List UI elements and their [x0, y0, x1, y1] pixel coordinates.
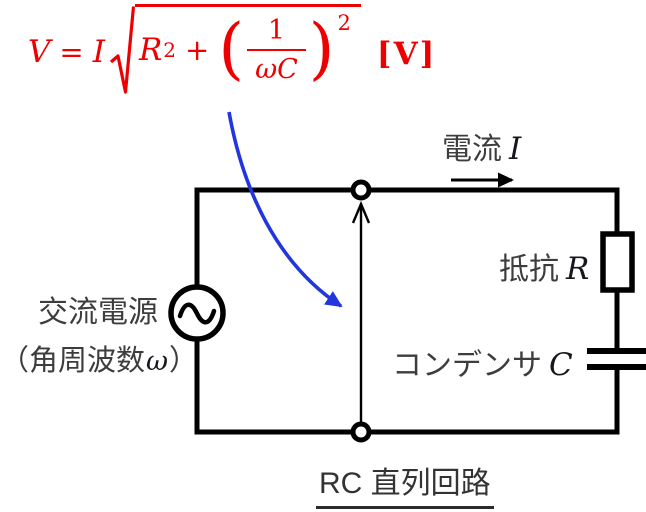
capacitor-label: コンデンサ C: [392, 340, 573, 384]
voltage-arrow: [351, 200, 371, 424]
source-sublabel-close: ）: [169, 345, 199, 377]
formula-omega: ω: [255, 53, 278, 85]
fraction-denominator: ωC: [247, 48, 306, 85]
resistor-label: 抵抗 R: [499, 244, 589, 288]
sine-wave-icon: [177, 302, 217, 325]
ac-source-icon: [168, 284, 226, 342]
diagram-title: RC 直列回路: [316, 458, 494, 509]
formula-unit: [V]: [376, 36, 437, 72]
formula-r: R: [138, 31, 163, 68]
current-label-text: 電流: [442, 133, 502, 166]
voltage-formula: V = I R 2 + ( 1 ωC ) 2 [: [28, 4, 436, 96]
formula-c: C: [277, 53, 298, 85]
node-terminal-bottom: [350, 421, 372, 443]
capacitor-symbol: [587, 348, 646, 370]
source-sublabel-open: （角周波数: [0, 345, 146, 377]
resistor-symbol-letter: R: [566, 251, 590, 287]
right-paren: ): [308, 9, 335, 89]
fraction: 1 ωC: [247, 15, 306, 85]
r-exponent: 2: [163, 37, 177, 62]
formula-v: V: [28, 34, 51, 70]
voltage-arrowhead: [351, 200, 371, 224]
formula-i: I: [92, 34, 105, 70]
formula-plus: +: [185, 32, 210, 67]
formula-pointer-arrow: [227, 111, 343, 308]
radical-sign-icon: [109, 6, 135, 94]
fraction-numerator: 1: [267, 14, 286, 46]
current-symbol: I: [509, 131, 522, 167]
node-terminal-top: [350, 179, 372, 201]
paren-exponent: 2: [337, 11, 351, 35]
source-label-text: 交流電源: [38, 296, 158, 329]
resistor-label-text: 抵抗: [499, 253, 559, 286]
formula-equals: =: [59, 35, 84, 69]
source-sublabel: （角周波数ω）: [0, 337, 199, 386]
omega-symbol: ω: [146, 346, 169, 377]
r-squared-term: R 2: [139, 32, 176, 68]
capacitor-symbol-letter: C: [549, 347, 573, 383]
radicand: R 2 + ( 1 ωC ) 2: [134, 4, 361, 92]
square-root: R 2 + ( 1 ωC ) 2: [109, 4, 361, 96]
source-label: 交流電源 （角周波数ω）: [0, 288, 199, 386]
left-paren: (: [218, 9, 245, 89]
capacitor-label-text: コンデンサ: [392, 349, 542, 382]
current-label: 電流 I: [442, 124, 521, 168]
formula-lhs: V = I: [28, 34, 105, 70]
resistor-symbol: [600, 231, 635, 293]
circuit-loop: [194, 187, 620, 435]
